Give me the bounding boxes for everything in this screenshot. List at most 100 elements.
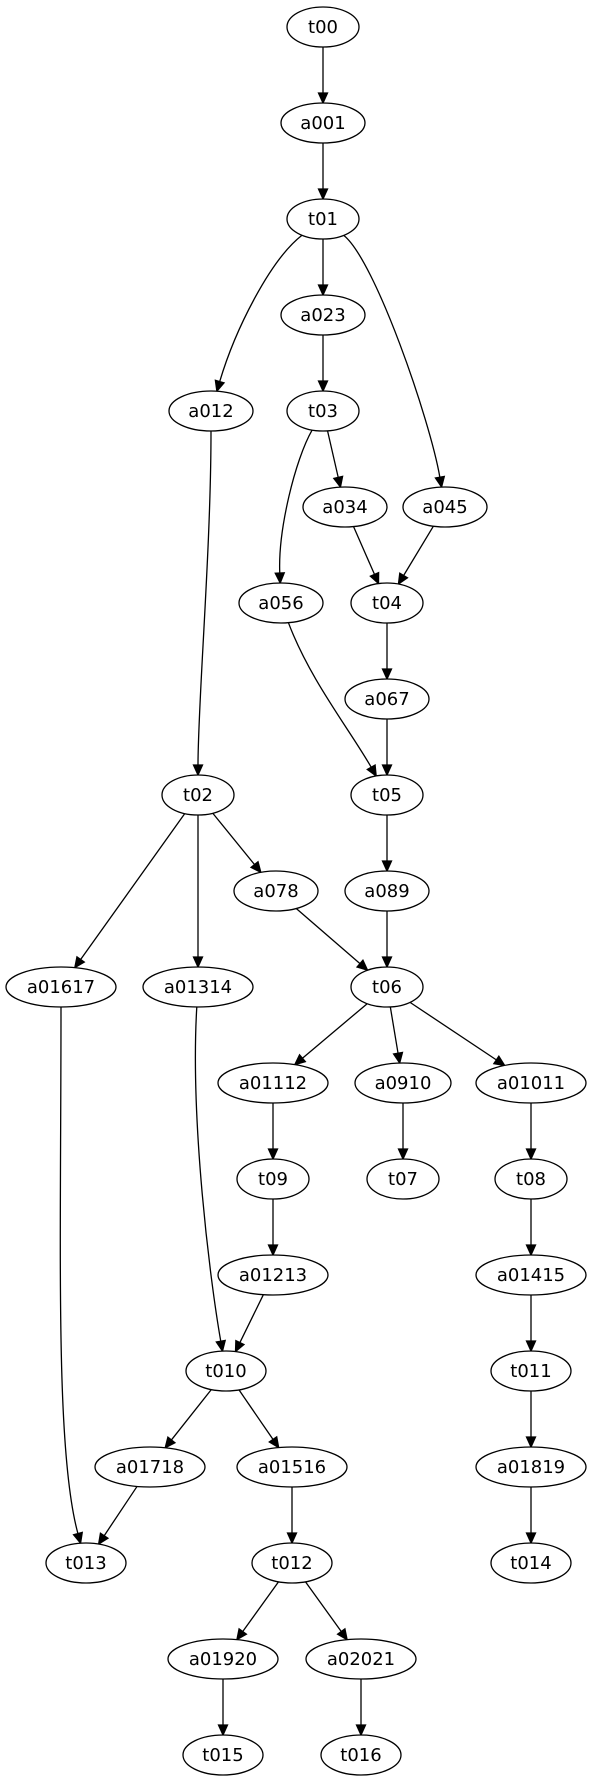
node-ellipse (236, 1446, 348, 1488)
arrowhead-icon (355, 959, 369, 972)
edge-t01-to-a012 (214, 234, 303, 393)
node-t016: t016 (320, 1734, 402, 1776)
node-ellipse (350, 582, 424, 624)
node-label: t04 (372, 593, 402, 614)
node-t03: t03 (286, 390, 360, 432)
arrowhead-icon (192, 764, 204, 777)
arrowhead-icon (164, 1436, 177, 1450)
edge-line (238, 1389, 274, 1440)
node-t012: t012 (251, 1542, 333, 1584)
edge-t012-to-a01920 (235, 1581, 279, 1641)
edge-line (389, 1006, 399, 1054)
node-ellipse (45, 1542, 127, 1584)
node-t014: t014 (490, 1542, 572, 1584)
edge-a01415-to-t011 (525, 1295, 537, 1353)
edge-a02021-to-t016 (355, 1679, 367, 1737)
node-label: a0910 (375, 1073, 432, 1094)
node-a056: a056 (238, 582, 324, 624)
node-label: t03 (308, 401, 338, 422)
edge-line (197, 430, 212, 766)
node-a01819: a01819 (475, 1446, 587, 1488)
node-ellipse (217, 1254, 329, 1296)
node-ellipse (168, 390, 254, 432)
edge-t06-to-a0910 (389, 1006, 404, 1065)
node-ellipse (302, 486, 388, 528)
arrowhead-icon (381, 956, 393, 969)
arrowhead-icon (492, 1054, 506, 1067)
node-ellipse (475, 1062, 587, 1104)
node-ellipse (475, 1254, 587, 1296)
node-label: t09 (258, 1169, 288, 1190)
node-label: t05 (372, 785, 402, 806)
edge-line (242, 1581, 279, 1632)
edge-line (295, 908, 361, 965)
edge-line (279, 429, 313, 574)
node-a067: a067 (344, 678, 430, 720)
edge-line (287, 622, 372, 768)
edge-t02-to-a01314 (192, 815, 204, 969)
edge-line (219, 234, 303, 382)
node-a012: a012 (168, 390, 254, 432)
edge-a01920-to-t015 (217, 1679, 229, 1737)
node-label: a01718 (116, 1457, 184, 1478)
node-ellipse (354, 1062, 452, 1104)
arrowhead-icon (392, 1051, 404, 1065)
node-ellipse (286, 390, 360, 432)
node-ellipse (94, 1446, 206, 1488)
node-label: a01819 (497, 1457, 565, 1478)
node-label: t016 (340, 1745, 381, 1766)
node-label: t08 (516, 1169, 546, 1190)
arrowhead-icon (235, 1627, 248, 1641)
edge-line (352, 526, 376, 575)
edge-a045-to-t04 (397, 525, 434, 586)
arrowhead-icon (525, 1148, 537, 1161)
node-t010: t010 (185, 1350, 267, 1392)
edge-line (409, 1001, 497, 1061)
node-ellipse (280, 102, 366, 144)
node-a01415: a01415 (475, 1254, 587, 1296)
edge-t01-to-a023 (317, 239, 329, 297)
edge-t08-to-a01415 (525, 1199, 537, 1257)
node-a034: a034 (302, 486, 388, 528)
edge-a023-to-t03 (317, 335, 329, 393)
node-label: a034 (322, 497, 367, 518)
node-label: a01516 (258, 1457, 326, 1478)
node-a01617: a01617 (5, 966, 117, 1008)
node-label: a01415 (497, 1265, 565, 1286)
edge-t04-to-a067 (381, 623, 393, 681)
edge-t06-to-a01112 (293, 1003, 368, 1066)
edge-t01-to-a045 (343, 234, 446, 489)
node-t02: t02 (161, 774, 235, 816)
edge-a089-to-t06 (381, 911, 393, 969)
arrowhead-icon (397, 572, 409, 586)
node-ellipse (185, 1350, 267, 1392)
arrowhead-icon (525, 1532, 537, 1545)
arrowhead-icon (317, 380, 329, 393)
node-label: t02 (183, 785, 213, 806)
edges (59, 47, 537, 1737)
node-label: a056 (258, 593, 303, 614)
edge-a0910-to-t07 (397, 1103, 409, 1161)
node-a01213: a01213 (217, 1254, 329, 1296)
edge-a01112-to-t09 (267, 1103, 279, 1161)
node-label: t07 (388, 1169, 418, 1190)
node-ellipse (286, 198, 360, 240)
arrowhead-icon (317, 188, 329, 201)
node-label: a01213 (239, 1265, 307, 1286)
node-label: a001 (300, 113, 345, 134)
arrowhead-icon (381, 668, 393, 681)
node-ellipse (494, 1158, 568, 1200)
node-label: a02021 (327, 1649, 395, 1670)
edge-t02-to-a078 (212, 812, 262, 874)
arrowhead-icon (397, 1148, 409, 1161)
node-label: a067 (364, 689, 409, 710)
node-label: a089 (364, 881, 409, 902)
edge-line (59, 1006, 79, 1534)
node-ellipse (161, 774, 235, 816)
edge-t011-to-a01819 (525, 1391, 537, 1449)
arrowhead-icon (317, 92, 329, 105)
edge-a034-to-t04 (352, 526, 380, 586)
node-label: t015 (202, 1745, 243, 1766)
node-ellipse (280, 294, 366, 336)
